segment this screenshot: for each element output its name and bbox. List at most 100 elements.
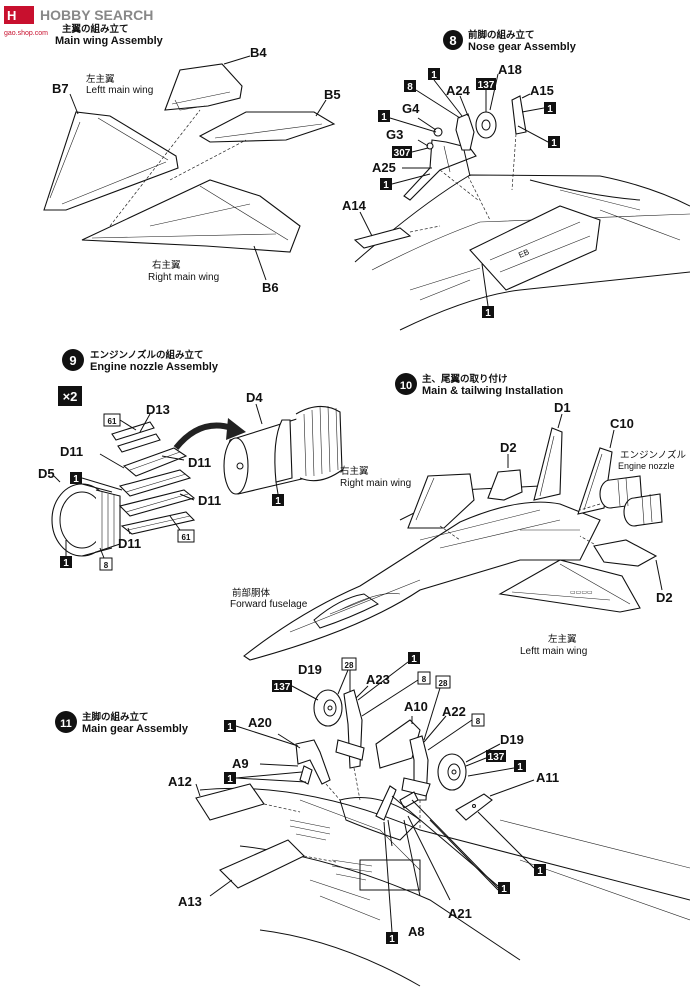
svg-text:61: 61	[108, 417, 117, 426]
label-d4: D4	[246, 390, 263, 405]
step-11-number: 11	[60, 718, 72, 730]
nozzle-petals	[111, 421, 196, 535]
label-a15: A15	[530, 83, 554, 98]
label-b6: B6	[262, 280, 279, 295]
svg-text:1: 1	[547, 104, 553, 115]
step-10-title-jp: 主、尾翼の取り付け	[422, 373, 508, 385]
multiplier-box	[58, 386, 82, 406]
step-9: 9 エンジンノズルの組み立て Engine nozzle Assembly ×2…	[38, 349, 343, 571]
box-61-bottom: 61	[169, 515, 195, 543]
step-11-title-jp: 主脚の組み立て	[82, 711, 149, 723]
label-a24: A24	[446, 83, 471, 98]
part-a22-strut	[401, 715, 447, 830]
step-8-number-circle	[443, 30, 463, 50]
decal-glyph: EB	[517, 247, 530, 260]
label-right-wing-jp-10: 右主翼	[340, 465, 369, 477]
part-d19-wheel-right	[437, 743, 501, 791]
svg-text:8: 8	[476, 717, 481, 726]
label-a23: A23	[366, 672, 390, 687]
label-right-wing-en-10: Right main wing	[340, 478, 411, 489]
step-8-number: 8	[449, 33, 456, 48]
svg-text:61: 61	[182, 533, 191, 542]
svg-text:137: 137	[274, 682, 291, 693]
part-left-wing-installed: ▭▭▭▭	[498, 559, 641, 613]
step-9-number-circle	[62, 349, 84, 371]
retraction-links	[375, 785, 451, 901]
svg-text:1: 1	[551, 138, 557, 149]
svg-text:1: 1	[383, 180, 389, 191]
label-a8: A8	[408, 924, 425, 939]
box-8: 8	[404, 80, 461, 119]
label-g3: G3	[386, 127, 403, 142]
label-a18: A18	[498, 62, 522, 77]
svg-text:1: 1	[381, 112, 387, 123]
step-7: 主翼の組み立て Main wing Assembly B4 B5 B7 左主翼 …	[43, 23, 341, 295]
nose-gear-main-strut	[455, 113, 491, 221]
multiplier-text: ×2	[63, 389, 78, 404]
assembly-arrow	[173, 422, 233, 450]
box-8-a23: 8	[361, 671, 431, 717]
svg-text:1: 1	[275, 496, 281, 507]
svg-text:1: 1	[63, 558, 69, 569]
label-d11-a: D11	[60, 444, 83, 459]
svg-text:1: 1	[227, 722, 233, 733]
label-d19-a: D19	[298, 662, 322, 677]
aircraft-body	[243, 485, 601, 661]
box-1-d5: 1	[60, 556, 72, 569]
part-d2-right-stabilizer	[579, 535, 663, 591]
logo-mark	[4, 6, 34, 24]
svg-text:1: 1	[431, 70, 437, 81]
label-d5: D5	[38, 466, 55, 481]
svg-text:8: 8	[422, 675, 427, 684]
watermark-sub: gao.shop.com	[4, 30, 48, 37]
label-a10: A10	[404, 699, 428, 714]
box-28-a: 28	[337, 657, 357, 695]
label-d11-b: D11	[188, 455, 211, 470]
svg-text:1: 1	[389, 934, 395, 945]
box-1-a15-top: 1	[521, 102, 556, 115]
label-left-wing-jp: 左主翼	[86, 73, 115, 85]
part-b6-right-wing	[81, 109, 301, 281]
box-1-a8: 1	[383, 821, 398, 945]
step-11-title-en: Main gear Assembly	[82, 723, 189, 735]
label-a13: A13	[178, 894, 202, 909]
label-b7: B7	[52, 81, 69, 96]
svg-text:8: 8	[104, 561, 109, 570]
box-1-a9: 1	[224, 771, 307, 785]
svg-text:1: 1	[537, 866, 543, 877]
step-10-number: 10	[400, 380, 412, 392]
box-307: 307	[392, 146, 429, 159]
label-g4: G4	[402, 101, 420, 116]
step-8-title-jp: 前脚の組み立て	[468, 29, 535, 41]
label-nozzle-jp: エンジンノズル	[620, 449, 687, 461]
part-right-wing-installed	[407, 473, 475, 541]
svg-text:1: 1	[501, 884, 507, 895]
part-b4-panel	[164, 55, 251, 111]
box-1-a15-bottom: 1	[517, 125, 560, 149]
box-1-g4: 1	[378, 110, 437, 133]
step-9-title-en: Engine nozzle Assembly	[90, 361, 219, 373]
part-a14-door	[353, 211, 441, 249]
part-a12-door	[195, 783, 301, 821]
svg-text:1: 1	[517, 762, 523, 773]
box-1-d4: 1	[272, 494, 284, 507]
label-right-wing-jp: 右主翼	[152, 259, 181, 271]
label-right-wing-en: Right main wing	[148, 272, 219, 283]
part-d2-stabilizer	[487, 454, 523, 501]
box-28-b: 28	[423, 675, 451, 741]
svg-text:8: 8	[407, 82, 413, 93]
label-fwd-fuselage-en: Forward fuselage	[230, 599, 308, 610]
label-a9: A9	[232, 756, 249, 771]
label-left-wing-jp-10: 左主翼	[548, 633, 577, 645]
svg-text:1: 1	[227, 774, 233, 785]
part-b7-left-wing	[43, 93, 179, 211]
part-g3	[426, 142, 434, 150]
step-7-title-en: Main wing Assembly	[55, 35, 164, 47]
box-1-a23: 1	[357, 652, 420, 701]
part-d1-tail	[533, 413, 563, 501]
svg-text:307: 307	[394, 148, 411, 159]
box-8-a22: 8	[427, 713, 485, 751]
label-b4: B4	[250, 45, 267, 60]
step-10-number-circle	[395, 373, 417, 395]
part-d5-nozzle-ring	[51, 475, 121, 558]
